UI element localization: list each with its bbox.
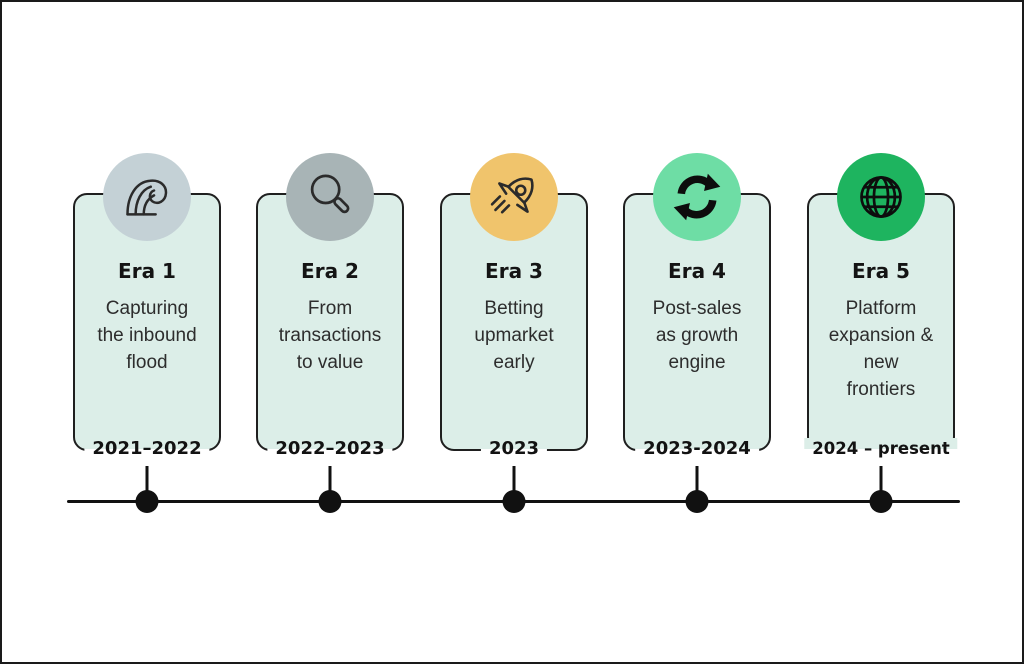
tick-stem xyxy=(512,466,516,504)
era-description: Platform expansion & new frontiers xyxy=(828,298,934,400)
era-description: Post-sales as growth engine xyxy=(652,298,742,373)
era-3-icon-circle xyxy=(470,153,558,241)
era-description: From transactions to value xyxy=(278,298,382,373)
wave-icon xyxy=(126,179,168,216)
era-title: Era 3 xyxy=(485,259,543,283)
timeline-tick-5 xyxy=(869,466,893,516)
timeline-tick-2 xyxy=(318,466,342,516)
era-1-icon-circle xyxy=(103,153,191,241)
era-title: Era 4 xyxy=(668,259,726,283)
era-title: Era 1 xyxy=(118,259,176,283)
globe-icon xyxy=(860,176,902,218)
era-4-icon-circle xyxy=(653,153,741,241)
era-title: Era 5 xyxy=(852,259,910,283)
era-title: Era 2 xyxy=(301,259,359,283)
era-card-5: Era 5 Platform expansion & new frontiers… xyxy=(804,153,958,460)
tick-stem xyxy=(695,466,699,504)
tick-stem xyxy=(145,466,149,504)
era-5-icon-circle xyxy=(837,153,925,241)
era-card-3: Era 3 Betting upmarket early 2023 xyxy=(440,153,588,460)
tick-stem xyxy=(328,466,332,504)
refresh-icon xyxy=(673,173,721,221)
tick-stem xyxy=(879,466,883,504)
timeline-tick-1 xyxy=(135,466,159,516)
era-2-icon-circle xyxy=(286,153,374,241)
timeline-tick-4 xyxy=(685,466,709,516)
era-dates: 2023-2024 xyxy=(635,438,759,460)
timeline-tick-3 xyxy=(502,466,526,516)
era-dates: 2024 – present xyxy=(804,438,958,460)
timeline-axis xyxy=(67,500,960,503)
rocket-icon xyxy=(490,177,534,214)
era-card-4: Era 4 Post-sales as growth engine 2023-2… xyxy=(623,153,771,460)
magnifying-glass-icon xyxy=(310,174,350,214)
era-dates: 2023 xyxy=(480,438,548,460)
era-card-2: Era 2 From transactions to value 2022–20… xyxy=(256,153,404,460)
era-description: Betting upmarket early xyxy=(474,298,554,373)
era-description: Capturing the inbound flood xyxy=(97,298,197,373)
era-card-1: Era 1 Capturing the inbound flood 2021–2… xyxy=(73,153,221,460)
era-dates: 2022–2023 xyxy=(267,438,393,460)
era-dates: 2021–2022 xyxy=(84,438,210,460)
